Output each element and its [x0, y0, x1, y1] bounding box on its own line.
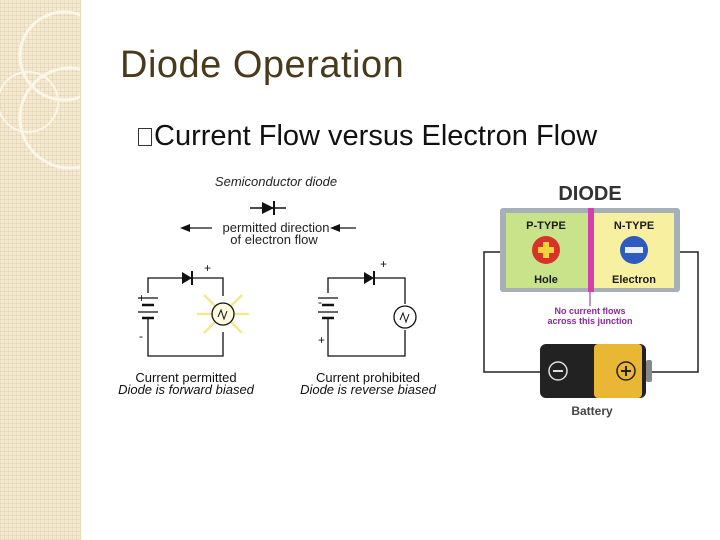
forward-plus-top: +: [204, 261, 211, 275]
forward-minus-left: -: [139, 329, 143, 343]
hole-label: Hole: [534, 274, 558, 286]
glowing-lamp-icon: [197, 294, 249, 334]
forward-biased-circuit: + + - Current permitted Diode is forward…: [118, 261, 255, 397]
reverse-minus-left: -: [318, 295, 322, 309]
electron-label: Electron: [612, 274, 656, 286]
reverse-plus-top: +: [380, 257, 387, 271]
reverse-battery-icon: [318, 297, 338, 320]
forward-plus-left: +: [138, 291, 145, 305]
unlit-lamp-icon: [393, 305, 417, 329]
circuit-wires: [483, 251, 699, 373]
battery-icon: [540, 344, 652, 398]
bullet-box-icon: [138, 128, 152, 146]
no-current-note-line2: across this junction: [547, 316, 632, 326]
direction-text-line2: of electron flow: [230, 232, 318, 247]
forward-bias-caption: Diode is forward biased: [118, 382, 255, 397]
slide-title: Diode Operation: [120, 44, 405, 86]
reverse-diode-icon: [364, 271, 375, 285]
reverse-caption: Current prohibited: [316, 370, 420, 385]
n-type-label: N-TYPE: [614, 220, 654, 232]
forward-caption: Current permitted: [135, 370, 236, 385]
junction-line: [588, 208, 594, 292]
bullet-item: Current Flow versus Electron Flow: [138, 120, 597, 153]
forward-battery-icon: [138, 297, 158, 320]
reverse-biased-circuit: + - + Current prohibited Diode is revers…: [300, 257, 437, 397]
electron-minus-icon: [620, 236, 648, 264]
p-type-label: P-TYPE: [526, 220, 566, 232]
figure-header: Semiconductor diode: [215, 174, 337, 189]
electron-flow-arrow-icon: [180, 224, 356, 232]
pn-junction-figure: DIODE P-TYPE N-TYPE Hole Electron No cur…: [483, 183, 699, 418]
reverse-plus-left: +: [318, 333, 325, 347]
hole-plus-icon: [532, 236, 560, 264]
diode-heading: DIODE: [558, 183, 621, 205]
bullet-text: Current Flow versus Electron Flow: [154, 120, 598, 152]
reverse-bias-caption: Diode is reverse biased: [300, 382, 437, 397]
battery-label: Battery: [571, 404, 613, 418]
decorative-sidebar: [0, 0, 81, 540]
direction-text-line1: permitted direction: [223, 220, 330, 235]
forward-diode-icon: [182, 271, 193, 285]
decorative-rings: [0, 10, 80, 170]
no-current-note-line1: No current flows: [554, 306, 625, 316]
diode-circuit-figure: Semiconductor diode permitted direction …: [118, 174, 437, 397]
diode-symbol-header-icon: [250, 201, 286, 215]
